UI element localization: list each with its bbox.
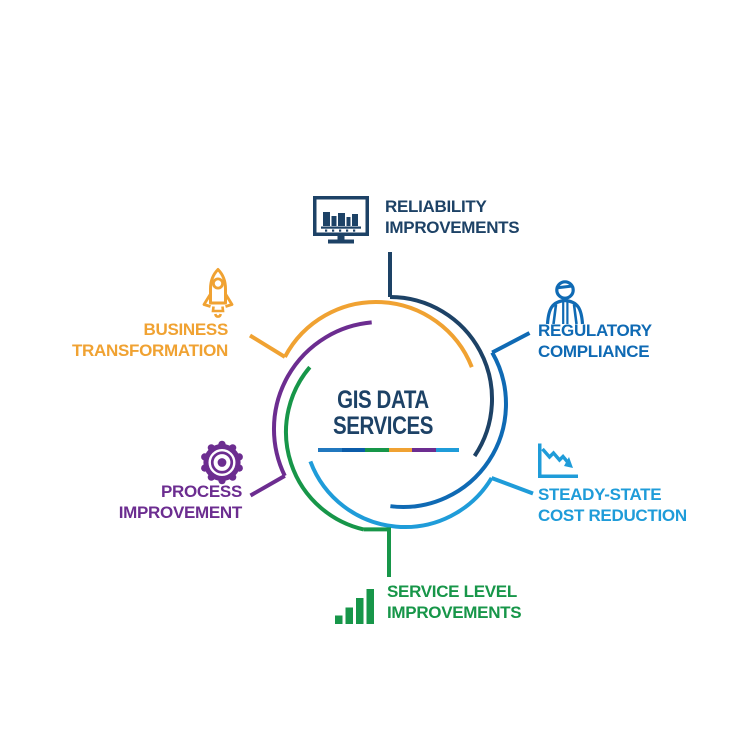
- label-reliability-improvements: RELIABILITY IMPROVEMENTS: [385, 197, 520, 238]
- connector-regulatory: [491, 331, 531, 355]
- label-process-improvement: PROCESS IMPROVEMENT: [118, 482, 243, 523]
- bar-chart-icon: [335, 589, 374, 624]
- label-line: STEADY-STATE: [538, 485, 662, 504]
- decline-chart-icon: [538, 443, 578, 478]
- label-service-level-improvements: SERVICE LEVEL IMPROVEMENTS: [387, 582, 522, 623]
- arc-service-level: [284, 365, 364, 532]
- label-steady-state-cost-reduction: STEADY-STATE COST REDUCTION: [538, 485, 687, 526]
- underline-segment: [388, 448, 412, 452]
- label-line: COMPLIANCE: [538, 341, 650, 361]
- gear-icon: [201, 440, 243, 485]
- label-line: SERVICE LEVEL: [387, 582, 517, 601]
- center-underline: [318, 448, 459, 452]
- arc-steady-state: [308, 460, 494, 530]
- underline-segment: [318, 448, 342, 452]
- underline-segment: [435, 448, 459, 452]
- underline-segment: [365, 448, 389, 452]
- connector-steady-state: [490, 476, 534, 496]
- underline-segment: [412, 448, 436, 452]
- label-business-transformation: BUSINESS TRANSFORMATION: [72, 320, 228, 361]
- label-line: BUSINESS: [143, 320, 228, 339]
- label-line: PROCESS: [160, 482, 242, 501]
- monitor-chart-icon: [313, 196, 369, 244]
- center-title-text: GIS DATA SERVICES: [301, 387, 465, 439]
- connector-process: [249, 474, 286, 498]
- center-title-line: SERVICES: [332, 412, 434, 440]
- arc-reliability: [389, 295, 494, 458]
- arc-process: [271, 320, 372, 477]
- rocket-icon: [202, 268, 234, 318]
- center-title-line: GIS DATA: [337, 386, 429, 414]
- label-line: IMPROVEMENTS: [385, 217, 520, 237]
- label-line: IMPROVEMENTS: [387, 602, 522, 622]
- connector-business: [248, 333, 286, 359]
- label-line: RELIABILITY: [385, 197, 487, 216]
- label-line: IMPROVEMENT: [118, 502, 243, 522]
- arc-regulatory: [390, 351, 508, 509]
- connector-service-level: [363, 527, 391, 577]
- person-icon: [545, 280, 585, 325]
- label-line: REGULATORY: [538, 321, 652, 340]
- underline-segment: [341, 448, 365, 452]
- label-regulatory-compliance: REGULATORY COMPLIANCE: [538, 321, 652, 362]
- label-line: TRANSFORMATION: [71, 340, 228, 360]
- arc-business: [283, 299, 474, 368]
- label-line: COST REDUCTION: [538, 505, 687, 525]
- center-title: GIS DATA SERVICES: [283, 387, 483, 439]
